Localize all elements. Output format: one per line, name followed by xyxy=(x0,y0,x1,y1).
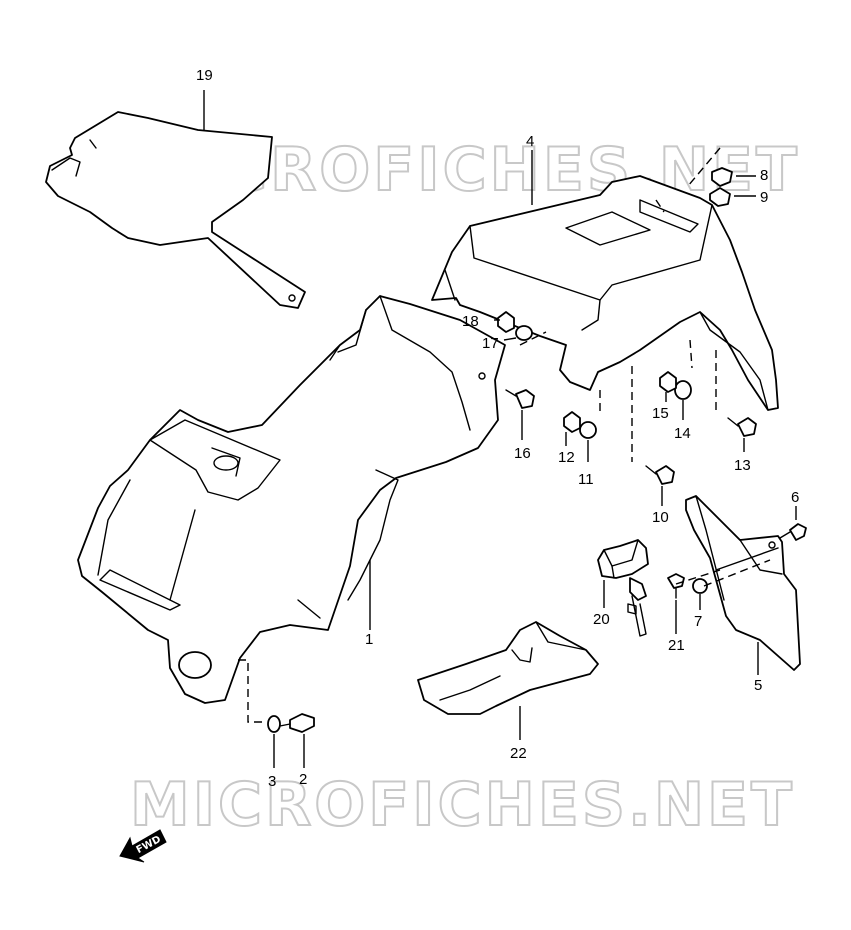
callout-6: 6 xyxy=(791,489,799,506)
callout-10: 10 xyxy=(652,509,669,526)
part-7-washer[interactable] xyxy=(692,578,708,594)
callout-18: 18 xyxy=(462,313,479,330)
part-3-washer[interactable] xyxy=(267,715,281,733)
callout-8: 8 xyxy=(760,167,768,184)
callout-2: 2 xyxy=(299,771,307,788)
part-12-nut[interactable] xyxy=(563,411,581,433)
part-6-screw[interactable] xyxy=(779,523,807,541)
hardware-items xyxy=(267,167,807,733)
part-13-bolt[interactable] xyxy=(727,417,757,437)
callout-1: 1 xyxy=(365,631,373,648)
callout-19: 19 xyxy=(196,67,213,84)
part-19-cover[interactable] xyxy=(45,111,306,309)
part-11-washer[interactable] xyxy=(579,421,597,439)
callout-7: 7 xyxy=(694,613,702,630)
callout-21: 21 xyxy=(668,637,685,654)
part-18-nut[interactable] xyxy=(497,311,515,333)
part-21-screw[interactable] xyxy=(667,573,685,599)
callout-22: 22 xyxy=(510,745,527,762)
part-5-license-bracket[interactable] xyxy=(685,495,801,671)
part-8-cushion[interactable] xyxy=(711,167,733,187)
part-22-tool-bag[interactable] xyxy=(417,621,599,715)
callout-14: 14 xyxy=(674,425,691,442)
part-4-tail-cover[interactable] xyxy=(431,175,779,411)
watermark-bottom: MICROFICHES.NET xyxy=(130,770,795,840)
part-17-washer[interactable] xyxy=(515,325,533,341)
part-10-bolt[interactable] xyxy=(645,465,675,485)
callout-labels: 19 4 8 9 18 17 16 12 11 15 14 13 10 6 20… xyxy=(196,67,799,790)
part-2-bolt[interactable] xyxy=(279,713,315,733)
callout-11: 11 xyxy=(578,471,594,488)
callout-13: 13 xyxy=(734,457,751,474)
callout-9: 9 xyxy=(760,189,768,206)
callout-20: 20 xyxy=(593,611,610,628)
part-14-washer[interactable] xyxy=(674,380,692,400)
part-15-nut[interactable] xyxy=(659,371,677,393)
part-1-rear-fender[interactable] xyxy=(77,295,506,704)
part-20-seat-lock[interactable] xyxy=(597,539,649,637)
callout-15: 15 xyxy=(652,405,669,422)
callout-3: 3 xyxy=(268,773,276,790)
part-16-bolt[interactable] xyxy=(505,389,535,409)
callout-5: 5 xyxy=(754,677,762,694)
callout-4: 4 xyxy=(526,133,534,150)
assembly-lines xyxy=(238,147,771,723)
leader-lines xyxy=(203,90,797,768)
callout-17: 17 xyxy=(482,335,499,352)
callout-12: 12 xyxy=(558,449,575,466)
callout-16: 16 xyxy=(514,445,531,462)
part-9-nut[interactable] xyxy=(709,187,731,207)
